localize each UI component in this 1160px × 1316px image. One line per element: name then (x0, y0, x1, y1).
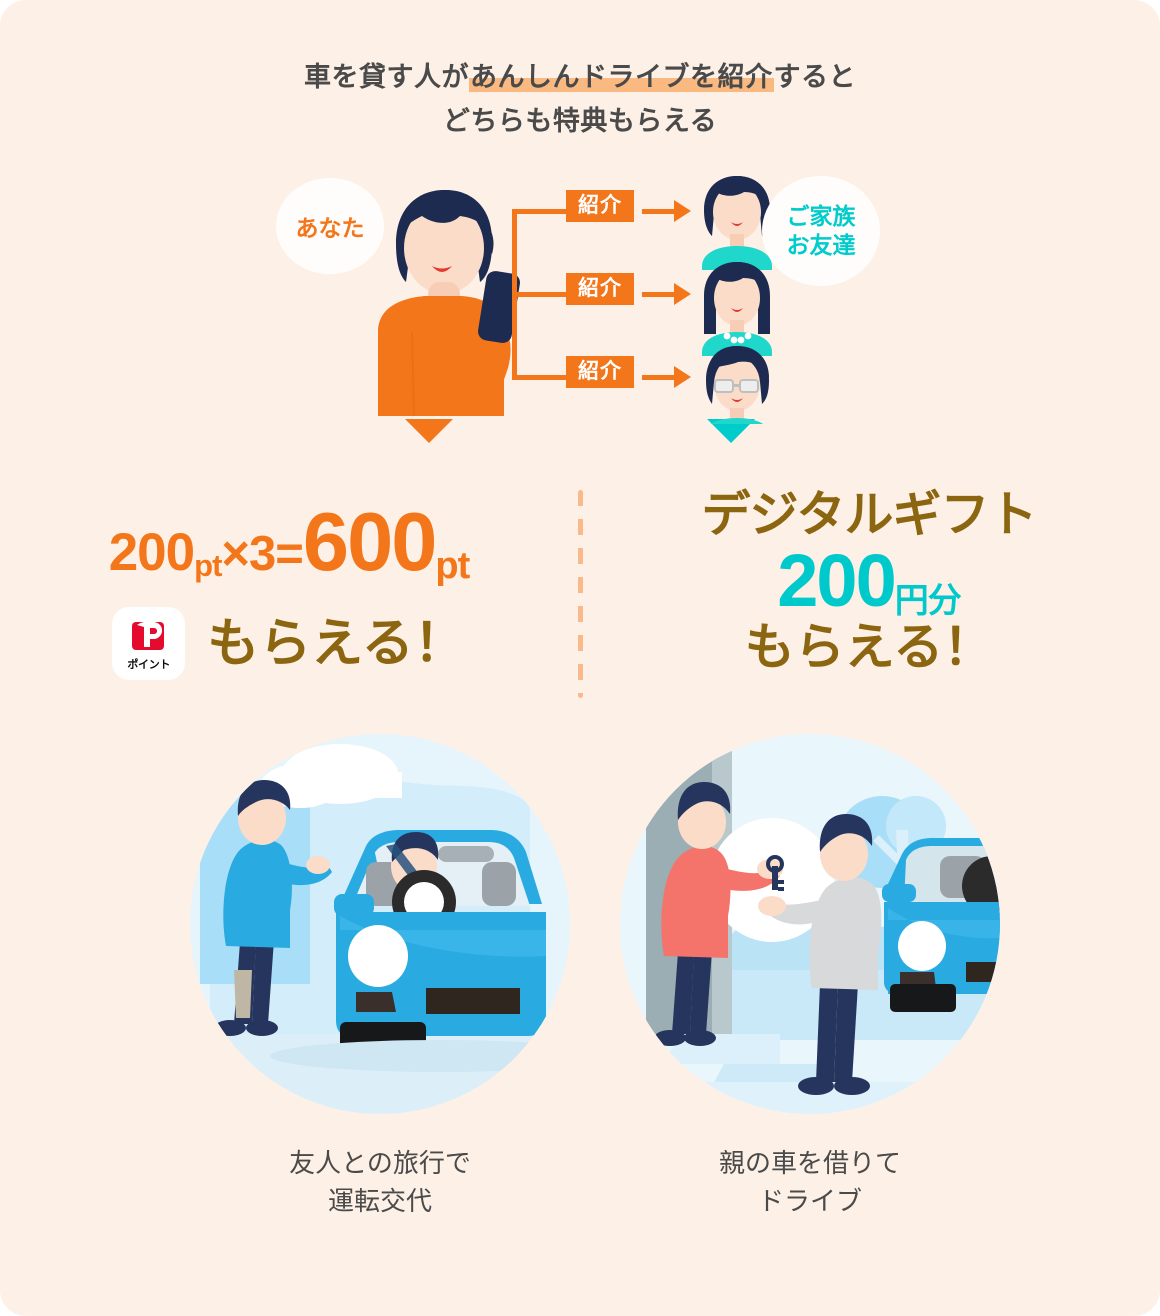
recipient-avatars (702, 176, 772, 424)
points-multiply-sign: × (221, 527, 250, 581)
scene-caption-line-1: 親の車を借りて (718, 1148, 901, 1178)
headline-highlight: あんしんドライブを紹介 (469, 62, 774, 92)
referral-arrow-3: 紹介 (512, 284, 692, 416)
offer-points: 200pt×3=600pt ポイント もらえる！ (0, 482, 578, 680)
referral-diagram: あなた (0, 168, 1160, 468)
points-total-amount: 600 (302, 495, 437, 588)
scene-key-handover-caption: 親の車を借りて ドライブ (620, 1144, 1000, 1221)
scene-driver-swap-caption: 友人との旅行で 運転交代 (190, 1144, 570, 1221)
gift-get-label: もらえる！ (744, 618, 994, 675)
referrer-person-illustration (378, 190, 520, 417)
scene-caption-line-2: 運転交代 (327, 1186, 432, 1217)
points-multiplier: 3 (249, 527, 276, 581)
avatar-person-with-glasses (706, 346, 769, 424)
recipients-badge-line-1: ご家族 (786, 202, 856, 229)
scene-caption-line-1: 友人との旅行で (289, 1148, 471, 1178)
offer-digital-gift: デジタルギフト 200円分 もらえる！ (578, 482, 1160, 672)
recipients-badge: ご家族 お友達 (762, 176, 880, 286)
paypay-point-logo-label: ポイント (127, 658, 171, 671)
scene-key-handover: 親の車を借りて ドライブ (620, 734, 1000, 1221)
points-formula: 200pt×3=600pt (0, 482, 578, 585)
gift-title: デジタルギフト (701, 488, 1037, 542)
referral-arrow-1-label: 紹介 (566, 190, 634, 222)
points-unit-suffix: pt (194, 548, 222, 583)
you-badge: あなた (276, 178, 384, 274)
recipients-badge-line-2: お友達 (786, 232, 856, 258)
points-equals-sign: = (275, 527, 304, 581)
gift-amount: 200 (777, 538, 896, 622)
gift-amount-unit: 円分 (894, 581, 962, 620)
scene-caption-line-2: ドライブ (757, 1186, 862, 1217)
points-unit-amount: 200 (108, 523, 195, 582)
headline-suffix: すると (773, 62, 856, 92)
headline-line-2: どちらも特典もらえる (442, 105, 718, 136)
paypay-point-logo-icon: ポイント (112, 607, 186, 680)
gift-amount-row: 200円分 (578, 543, 1160, 620)
referral-arrow-2-label: 紹介 (566, 273, 634, 305)
paypay-p-mark-icon (131, 620, 164, 650)
avatar-long-hair-woman (702, 262, 772, 356)
page-headline: 車を貸す人があんしんドライブを紹介すると どちらも特典もらえる (0, 56, 1160, 143)
points-get-row: ポイント もらえる！ (0, 607, 578, 680)
scene-driver-swap-illustration (190, 734, 570, 1114)
points-total-suffix: pt (435, 545, 470, 587)
headline-line-1: 車を貸す人があんしんドライブを紹介すると (0, 56, 1160, 100)
scene-driver-swap: 友人との旅行で 運転交代 (190, 734, 570, 1221)
points-get-label: もらえる！ (207, 614, 466, 673)
you-marker-triangle-icon (405, 419, 453, 443)
offers-divider (578, 490, 583, 698)
scene-key-handover-illustration (620, 734, 1000, 1114)
referral-arrow-3-label: 紹介 (566, 356, 634, 388)
you-badge-label: あなた (295, 215, 365, 241)
headline-prefix: 車を貸す人が (304, 62, 469, 92)
offers-section: 200pt×3=600pt ポイント もらえる！ デジタルギフト 200円分 も… (0, 482, 1160, 712)
referral-arrow-2: 紹介 (512, 273, 692, 333)
avatar-short-hair-woman (702, 176, 772, 270)
referral-arrow-1: 紹介 (512, 190, 692, 319)
